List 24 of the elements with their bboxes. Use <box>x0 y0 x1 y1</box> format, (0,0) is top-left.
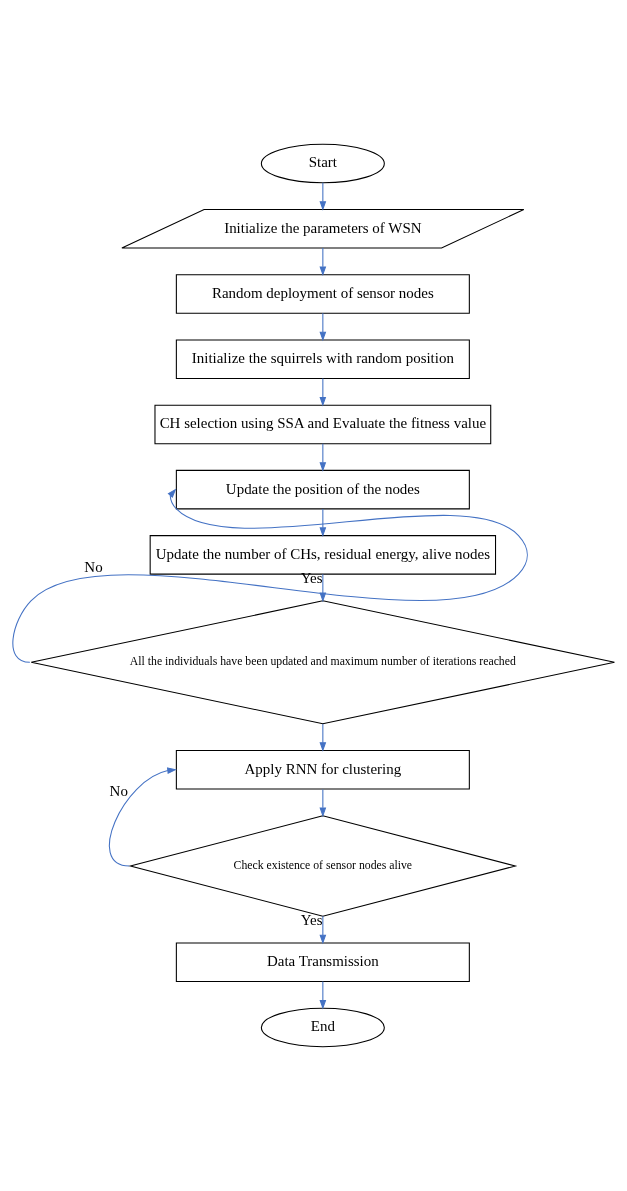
node-ellipse: Start <box>260 143 385 184</box>
arrow <box>319 443 327 472</box>
node-box: Initialize the squirrels with random position <box>175 339 470 379</box>
node-box: Random deployment of sensor nodes <box>175 274 470 314</box>
arrow <box>319 723 327 752</box>
node-box: Update the position of the nodes <box>175 469 470 510</box>
arrow <box>319 378 327 407</box>
arrow <box>319 915 327 945</box>
node-box: Apply RNN for clustering <box>175 750 470 790</box>
arrow <box>319 247 327 277</box>
node-box: CH selection using SSA and Evaluate the fitness value <box>154 404 492 445</box>
node-diamond: All the individuals have been updated and maximum number of iterations reached <box>30 600 615 725</box>
arrow <box>108 767 177 867</box>
node-ellipse: End <box>260 1007 385 1048</box>
edge-label: No <box>109 782 128 799</box>
arrow <box>319 788 327 818</box>
arrow <box>12 488 528 663</box>
edge-label: No <box>84 558 103 575</box>
arrow <box>319 981 327 1010</box>
arrow <box>319 312 327 342</box>
arrow <box>319 508 327 537</box>
arrow <box>319 182 327 211</box>
node-box: Data Transmission <box>175 942 470 983</box>
arrow <box>319 573 327 603</box>
